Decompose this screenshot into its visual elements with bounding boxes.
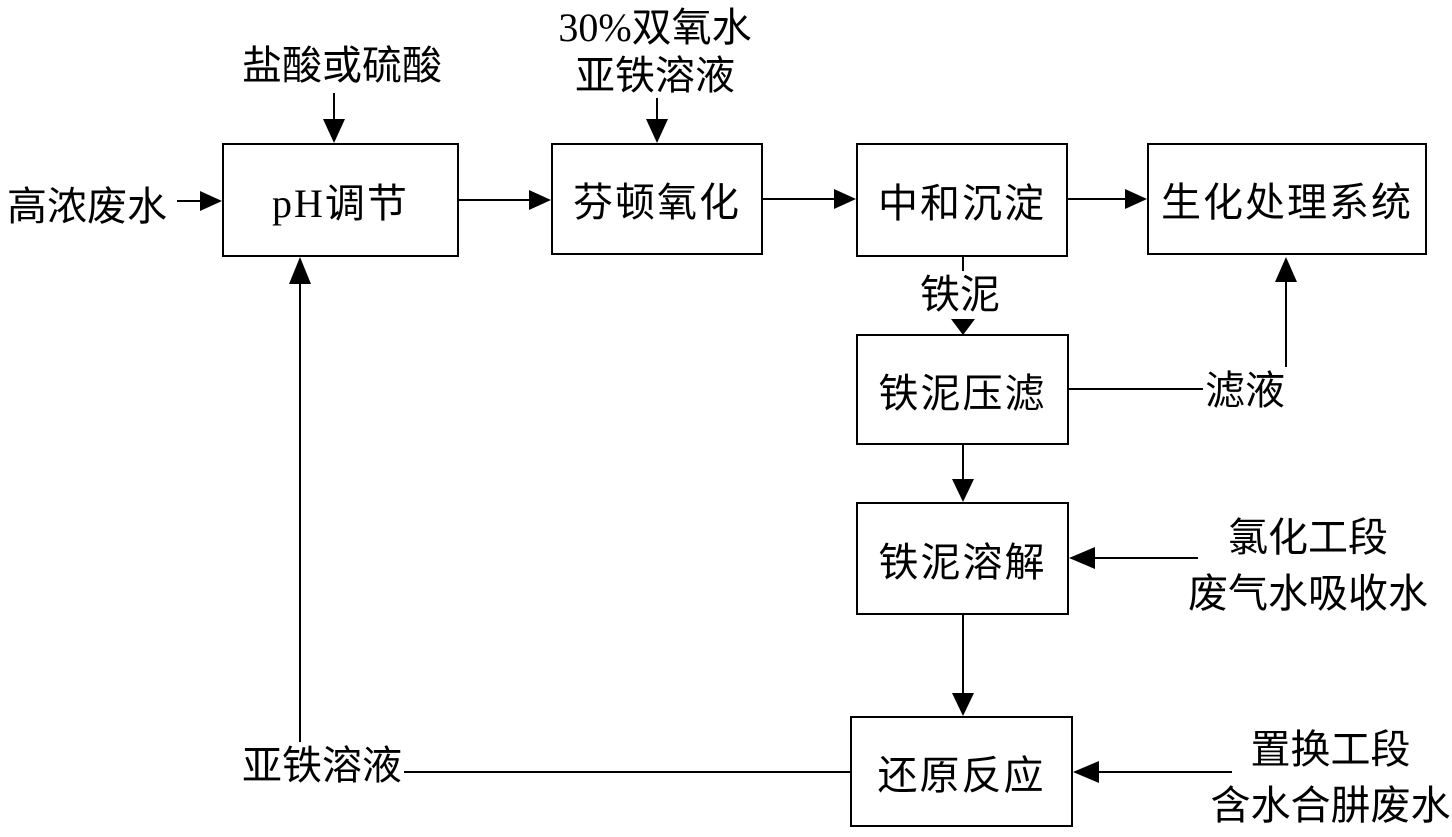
label-replacement-section-hydrazine-wastewater: 置换工段 含水合肼废水 — [1210, 727, 1451, 828]
arrowhead-down — [323, 119, 345, 143]
process-box-neutralization-precipitation: 中和沉淀 — [856, 143, 1068, 257]
arrowhead-left — [1069, 547, 1095, 569]
label-filtrate: 滤液 — [1203, 367, 1287, 415]
edge-dissolve-to-reduction — [952, 615, 974, 716]
arrowhead-left — [1073, 761, 1099, 783]
arrowhead-down — [952, 479, 974, 502]
edge-acid-to-ph — [323, 93, 345, 143]
arrowhead-right — [200, 191, 222, 211]
process-box-ph-adjust: pH调节 — [222, 143, 459, 257]
label-hydrochloric-or-sulfuric-acid: 盐酸或硫酸 — [242, 43, 442, 88]
arrowhead-down — [952, 693, 974, 716]
label-chlorination-section-absorption-water: 氯化工段 废气水吸收水 — [1188, 515, 1428, 616]
process-box-iron-sludge-press-filtration: 铁泥压滤 — [856, 334, 1069, 445]
arrowhead-up — [289, 257, 311, 284]
edge-ferrous-to-ph — [289, 257, 311, 744]
edge-fenton-to-neutralize — [763, 189, 856, 209]
arrowhead-right — [1125, 189, 1147, 209]
edge-peroxide-to-fenton — [646, 98, 668, 143]
edge-press-to-dissolve — [952, 445, 974, 502]
edge-ph-to-fenton — [459, 190, 551, 210]
label-hydrogen-peroxide-ferrous-solution: 30%双氧水 亚铁溶液 — [558, 5, 752, 98]
label-iron-sludge: 铁泥 — [918, 271, 1002, 319]
arrowhead-up — [1275, 257, 1297, 282]
process-box-reduction-reaction: 还原反应 — [850, 716, 1073, 827]
edge-neutralize-to-biochem — [1068, 189, 1147, 209]
arrowhead-right — [529, 190, 551, 210]
edge-chlorination-to-dissolve — [1069, 547, 1198, 569]
process-box-iron-sludge-dissolution: 铁泥溶解 — [856, 502, 1069, 615]
arrowhead-right — [834, 189, 856, 209]
edge-replacement-to-reduction — [1073, 761, 1232, 783]
label-ferrous-solution: 亚铁溶液 — [240, 742, 404, 790]
arrowhead-down — [646, 119, 668, 143]
process-box-fenton-oxidation: 芬顿氧化 — [551, 143, 763, 255]
edge-influent-to-ph — [177, 191, 222, 211]
arrowhead-down — [951, 319, 975, 335]
label-high-concentration-wastewater: 高浓废水 — [7, 184, 167, 229]
process-box-biochemical-treatment-system: 生化处理系统 — [1147, 143, 1427, 255]
